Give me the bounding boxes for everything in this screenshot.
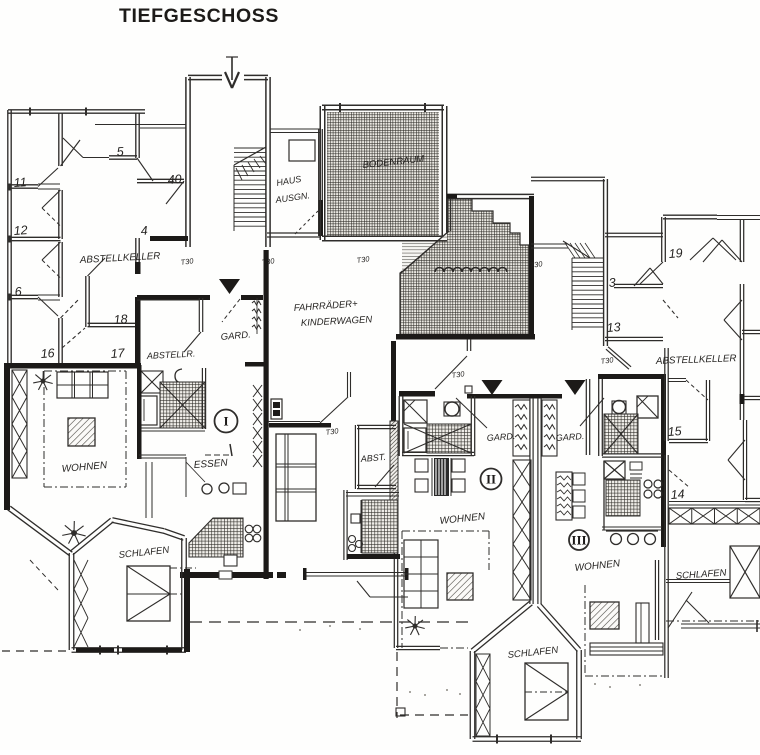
svg-text:40: 40 <box>167 172 182 187</box>
svg-text:13: 13 <box>606 320 621 335</box>
svg-text:17: 17 <box>110 346 126 361</box>
svg-text:4: 4 <box>140 224 148 238</box>
svg-text:5: 5 <box>116 145 124 159</box>
svg-text:12: 12 <box>13 223 28 238</box>
svg-text:I: I <box>223 414 228 429</box>
svg-text:16: 16 <box>40 346 55 361</box>
svg-text:T30: T30 <box>600 355 615 366</box>
svg-text:18: 18 <box>113 312 128 327</box>
svg-text:T30: T30 <box>325 426 340 437</box>
svg-text:T30: T30 <box>356 254 371 265</box>
svg-text:II: II <box>486 472 496 487</box>
svg-text:T30: T30 <box>451 369 466 380</box>
svg-text:III: III <box>571 533 586 548</box>
svg-text:TIEFGESCHOSS: TIEFGESCHOSS <box>119 5 279 27</box>
svg-text:11: 11 <box>13 175 27 190</box>
svg-text:T30: T30 <box>529 259 544 270</box>
svg-text:GARD.: GARD. <box>555 431 584 443</box>
svg-text:19: 19 <box>668 246 683 261</box>
svg-text:15: 15 <box>667 424 682 439</box>
svg-text:6: 6 <box>14 285 22 299</box>
svg-text:T30: T30 <box>180 256 195 267</box>
svg-text:GARD.: GARD. <box>486 431 515 443</box>
svg-text:14: 14 <box>670 487 685 502</box>
